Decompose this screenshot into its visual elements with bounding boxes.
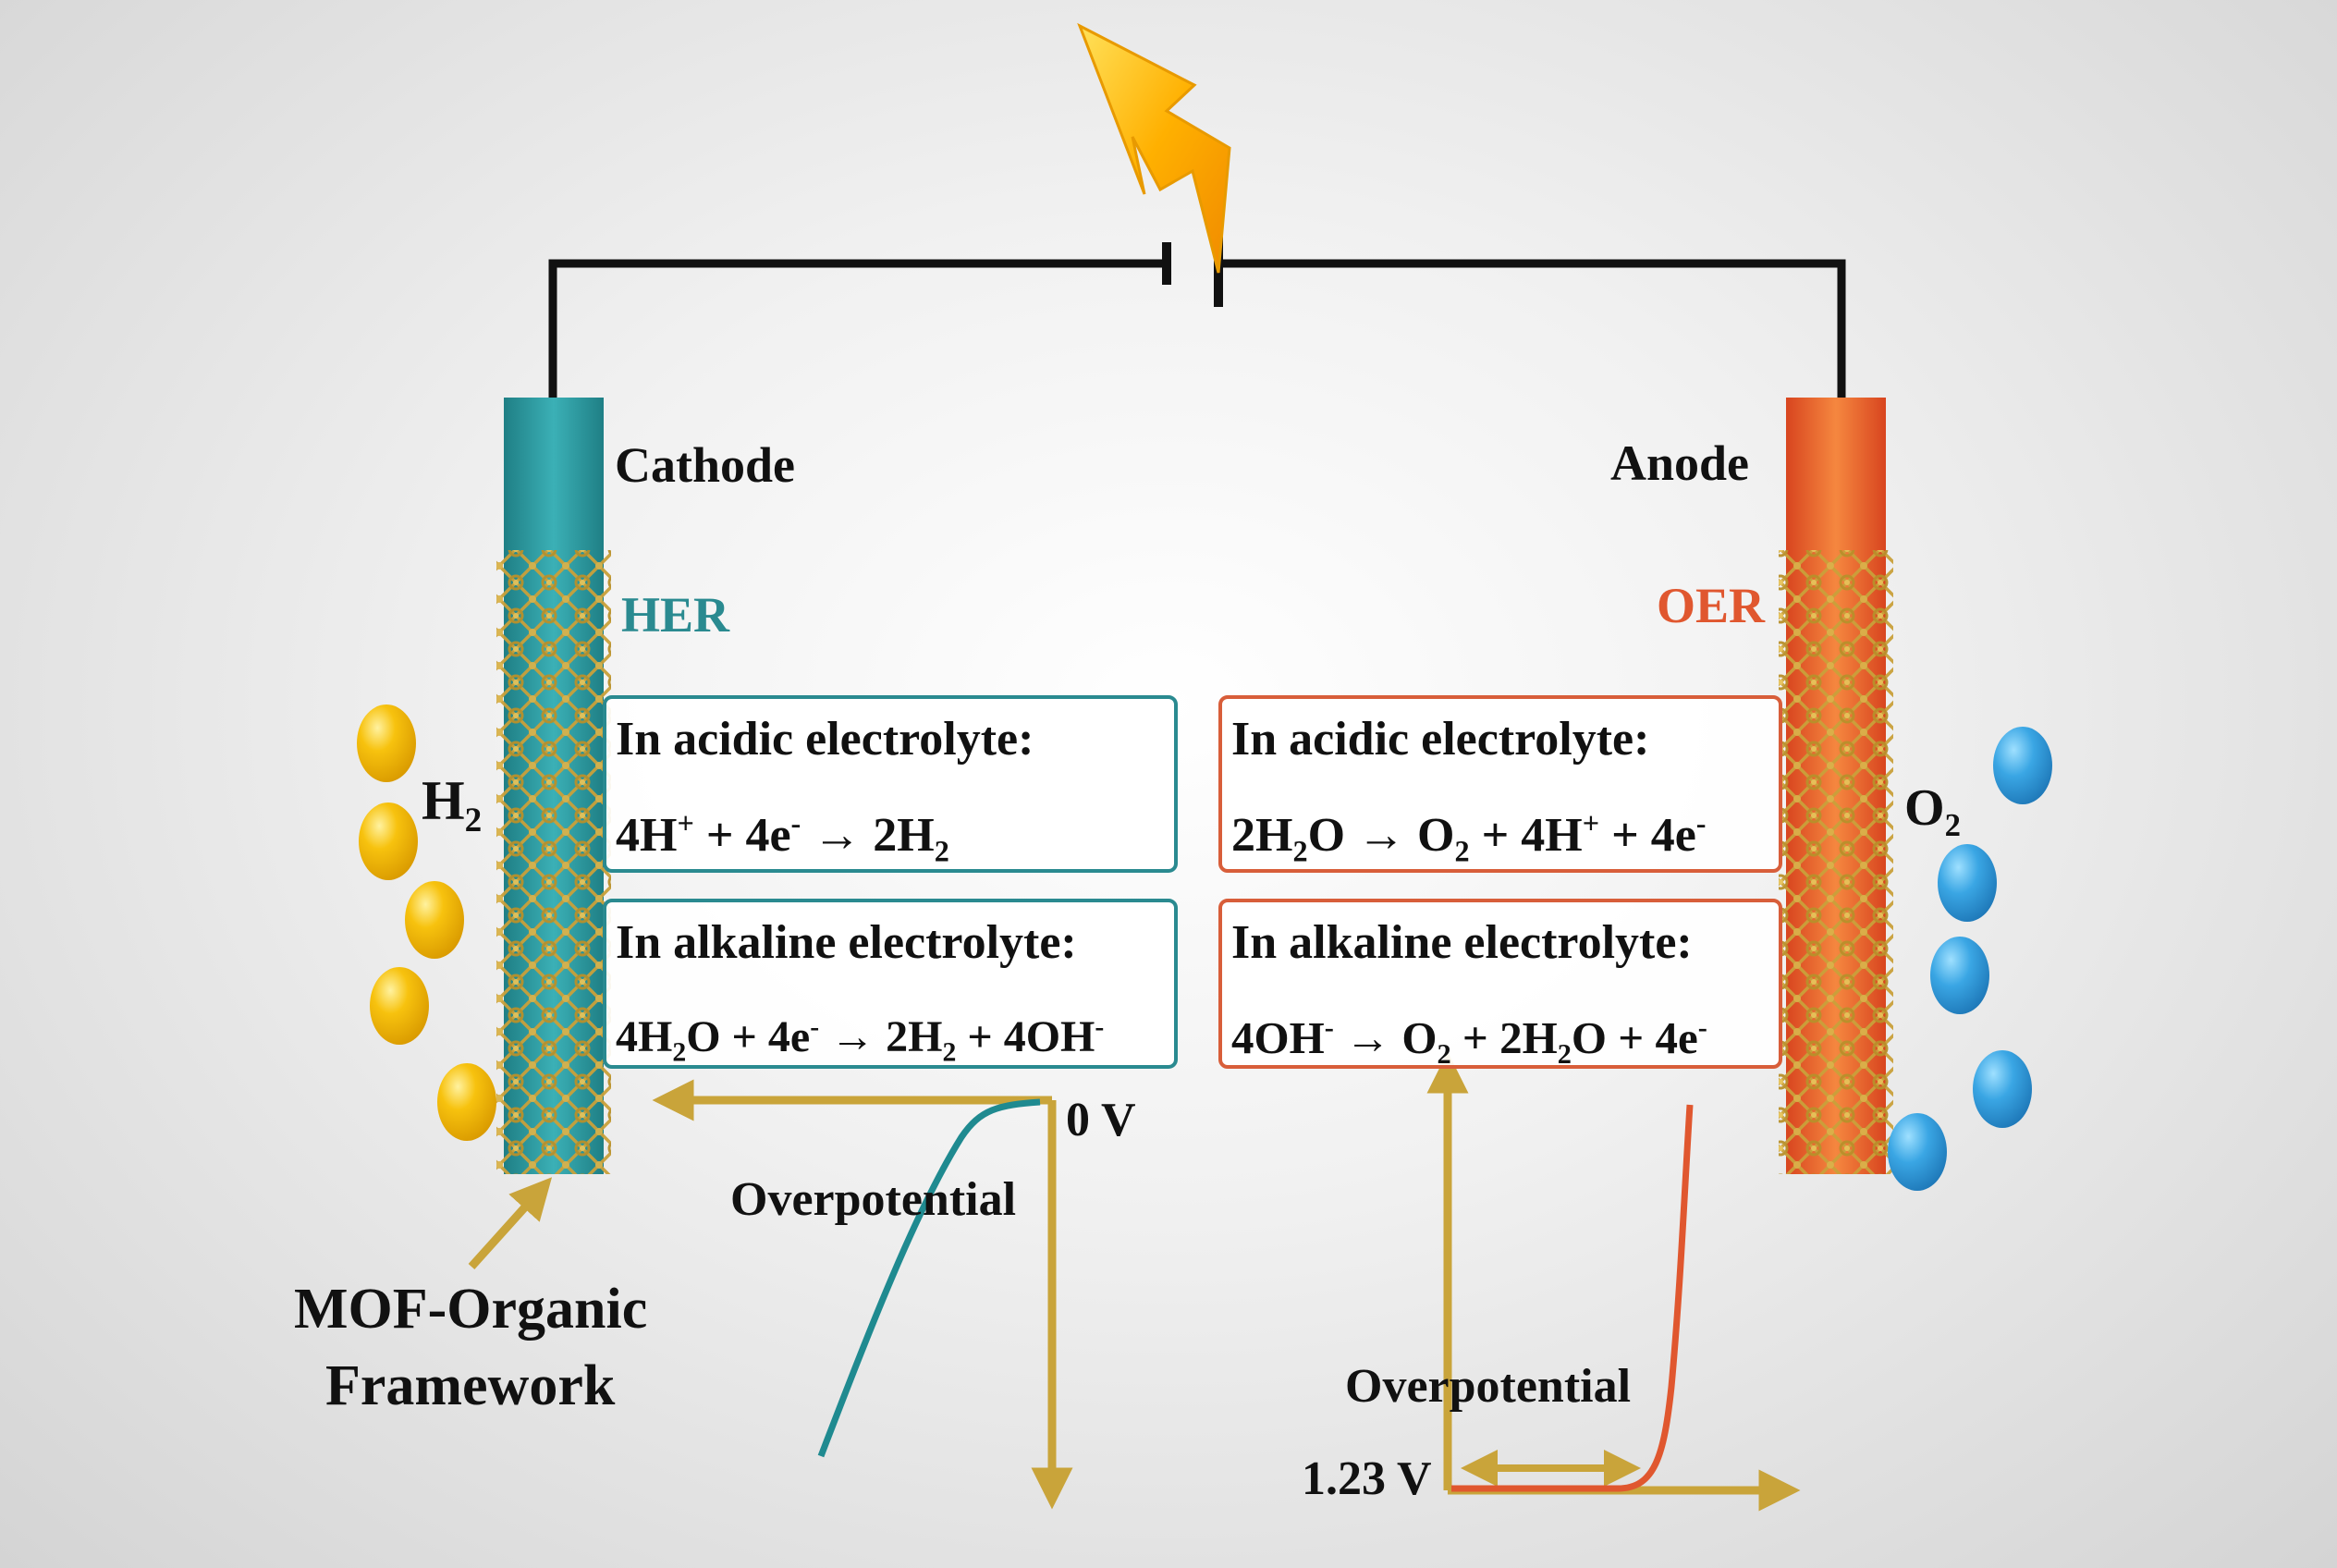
circuit-wire	[548, 259, 1846, 398]
o2-bubble	[1993, 727, 2052, 804]
oer-overpotential-label: Overpotential	[1345, 1360, 1632, 1413]
her-acidic-title: In acidic electrolyte:	[616, 713, 1034, 766]
oer-polarization-curve	[1451, 1104, 1694, 1492]
her-acidic-box: In acidic electrolyte: 4H+ + 4e- → 2H2	[603, 695, 1178, 873]
oer-alkaline-box: In alkaline electrolyte: 4OH- → O2 + 2H2…	[1218, 899, 1782, 1069]
h2-bubble	[437, 1063, 496, 1141]
h2-bubble	[359, 802, 418, 880]
anode-label: Anode	[1610, 435, 1750, 491]
her-acidic-equation: 4H+ + 4e- → 2H2	[616, 806, 949, 868]
cathode-mof-coating	[496, 550, 611, 1174]
oer-overpotential-plot	[1426, 1051, 1801, 1512]
lightning-bolt-icon	[1077, 22, 1231, 274]
oer-acidic-box: In acidic electrolyte: 2H2O → O2 + 4H+ +…	[1218, 695, 1782, 873]
oer-alkaline-title: In alkaline electrolyte:	[1231, 916, 1693, 969]
oer-acidic-title: In acidic electrolyte:	[1231, 713, 1650, 766]
her-alkaline-title: In alkaline electrolyte:	[616, 916, 1077, 969]
onset-volt-label: 1.23 V	[1302, 1452, 1432, 1505]
h2-bubble	[357, 704, 416, 782]
her-overpotential-label: Overpotential	[730, 1173, 1017, 1226]
mof-label-line2: Framework	[325, 1354, 616, 1417]
her-label: HER	[621, 587, 730, 643]
h2-bubbles	[357, 704, 496, 1141]
h2-label: H2	[422, 770, 483, 839]
o2-bubble	[1888, 1113, 1947, 1191]
her-overpotential-plot	[652, 1079, 1073, 1510]
oer-acidic-equation: 2H2O → O2 + 4H+ + 4e-	[1231, 806, 1707, 868]
h2-bubble	[405, 881, 464, 959]
her-alkaline-equation: 4H2O + 4e- → 2H2 + 4OH-	[616, 1011, 1105, 1068]
o2-text: O2	[1904, 779, 1961, 844]
mof-pointer-arrow	[468, 1177, 553, 1270]
o2-bubble	[1938, 844, 1997, 922]
her-polarization-curve	[817, 1098, 1041, 1458]
zero-volt-label: 0 V	[1066, 1094, 1136, 1146]
cathode-label: Cathode	[615, 437, 796, 493]
o2-bubble	[1930, 937, 1989, 1014]
oer-alkaline-equation: 4OH- → O2 + 2H2O + 4e-	[1231, 1011, 1707, 1070]
oer-label: OER	[1657, 578, 1766, 633]
o2-bubble	[1973, 1050, 2032, 1128]
o2-label: O2	[1904, 779, 1961, 844]
mof-label-line1: MOF-Organic	[294, 1278, 648, 1341]
her-alkaline-box: In alkaline electrolyte: 4H2O + 4e- → 2H…	[603, 899, 1178, 1069]
anode-mof-coating	[1779, 550, 1893, 1174]
h2-text: H2	[422, 770, 483, 839]
h2-bubble	[370, 967, 429, 1045]
o2-bubbles	[1888, 727, 2052, 1191]
